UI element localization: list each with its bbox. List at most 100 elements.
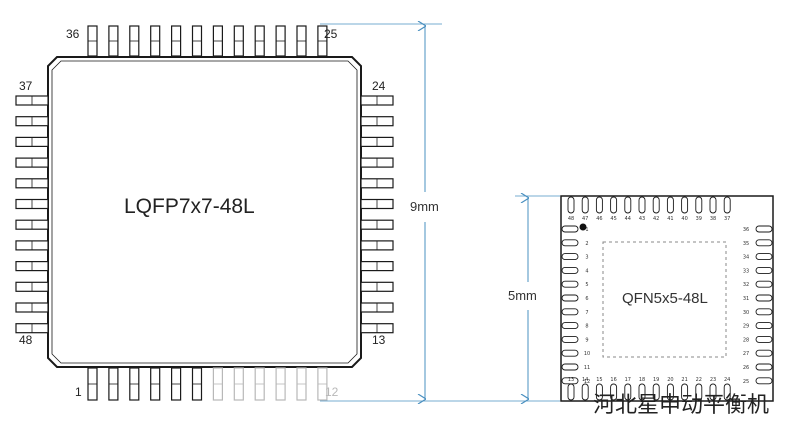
qfn-pin-number-right: 28 (743, 337, 749, 343)
qfn-pin-number-right: 27 (743, 351, 749, 357)
qfn-pin-number-bottom: 15 (596, 377, 602, 383)
qfn-pad-right (755, 239, 773, 247)
qfn-pin-number-right: 31 (743, 296, 749, 302)
qfn-pin-number-right: 32 (743, 282, 749, 288)
qfn-pin1-dot (579, 223, 587, 231)
lqfp-package (15, 25, 394, 401)
qfn-pin-number-right: 36 (743, 227, 749, 233)
qfn-pad-top (695, 196, 703, 214)
qfn-pin-number-right: 29 (743, 324, 749, 330)
qfn-pad-top (652, 196, 660, 214)
qfn-pad-left (561, 294, 579, 302)
qfn-pin-number-left: 10 (584, 351, 590, 357)
qfn-pin-number-top: 44 (625, 216, 631, 222)
qfn-pad-top (610, 196, 618, 214)
qfn-pin-number-top: 42 (653, 216, 659, 222)
qfn-package-name: QFN5x5-48L (622, 290, 708, 307)
qfn-pad-left (561, 377, 579, 385)
qfn-pad-right (755, 349, 773, 357)
lqfp-pin-label-13: 13 (372, 333, 386, 347)
qfn-pad-left (561, 363, 579, 371)
lqfp-pin-label-48: 48 (19, 333, 33, 347)
lqfp-dimension-label: 9mm (410, 199, 439, 214)
qfn-pad-top (666, 196, 674, 214)
qfn-pad-left (561, 225, 579, 233)
qfn-pin-number-bottom: 24 (724, 377, 730, 383)
qfn-pin-number-right: 30 (743, 310, 749, 316)
qfn-pad-bottom (567, 383, 575, 401)
lqfp-body-inner-edge (51, 60, 358, 364)
qfn-pad-right (755, 322, 773, 330)
qfn-pin-number-right: 33 (743, 268, 749, 274)
qfn-pin-number-bottom: 19 (653, 377, 659, 383)
qfn-pin-number-left: 3 (585, 255, 588, 261)
qfn-pin-number-right: 34 (743, 255, 749, 261)
qfn-pad-bottom (610, 383, 618, 401)
qfn-pad-left (561, 239, 579, 247)
qfn-pin-number-top: 40 (681, 216, 687, 222)
qfn-pin-number-bottom: 17 (625, 377, 631, 383)
qfn-pin-number-left: 12 (584, 379, 590, 385)
qfn-pad-left (561, 335, 579, 343)
qfn-pin-number-top: 47 (582, 216, 588, 222)
qfn-pad-right (755, 253, 773, 261)
qfn-pin-number-top: 41 (667, 216, 673, 222)
qfn-pin-number-right: 25 (743, 379, 749, 385)
qfn-pin-number-bottom: 18 (639, 377, 645, 383)
qfn-pin-number-bottom: 22 (696, 377, 702, 383)
qfn-pad-top (638, 196, 646, 214)
qfn-pad-left (561, 308, 579, 316)
qfn-pad-bottom (595, 383, 603, 401)
qfn-pad-left (561, 322, 579, 330)
lqfp-pin-label-36: 36 (66, 27, 80, 41)
qfn-pad-left (561, 280, 579, 288)
lqfp-pin-label-1: 1 (75, 385, 82, 399)
qfn-pin-number-top: 43 (639, 216, 645, 222)
qfn-pad-top (723, 196, 731, 214)
qfn-pad-bottom (666, 383, 674, 401)
qfn-pad-bottom (681, 383, 689, 401)
dimension-lines (320, 24, 560, 401)
lqfp-pin-label-12: 12 (325, 385, 339, 399)
qfn-pad-bottom (652, 383, 660, 401)
lqfp-pin-label-24: 24 (372, 79, 386, 93)
qfn-pin-number-left: 1 (585, 227, 588, 233)
qfn-pin-number-bottom: 13 (568, 377, 574, 383)
qfn-pad-left (561, 253, 579, 261)
qfn-pad-left (561, 266, 579, 274)
qfn-pad-top (709, 196, 717, 214)
qfn-pin-number-top: 45 (610, 216, 616, 222)
qfn-pad-top (595, 196, 603, 214)
qfn-pin-number-left: 2 (585, 241, 588, 247)
qfn-pin-number-left: 7 (585, 310, 588, 316)
qfn-pad-top (567, 196, 575, 214)
qfn-pin-number-top: 38 (710, 216, 716, 222)
lqfp-pin-label-37: 37 (19, 79, 33, 93)
qfn-pin-number-left: 6 (585, 296, 588, 302)
qfn-pad-right (755, 266, 773, 274)
qfn-pad-top (624, 196, 632, 214)
lqfp-package-name: LQFP7x7-48L (124, 195, 255, 218)
qfn-pad-right (755, 363, 773, 371)
watermark-text: 河北星申动平衡机 (593, 393, 770, 418)
qfn-pad-left (561, 349, 579, 357)
qfn-pin-number-bottom: 20 (667, 377, 673, 383)
qfn-pad-bottom (638, 383, 646, 401)
qfn-pin-number-left: 11 (584, 365, 590, 371)
qfn-dimension-label: 5mm (508, 288, 537, 303)
qfn-pin-number-right: 35 (743, 241, 749, 247)
qfn-pin-number-top: 39 (696, 216, 702, 222)
qfn-pad-bottom (624, 383, 632, 401)
qfn-pad-right (755, 280, 773, 288)
qfn-pad-bottom (709, 383, 717, 401)
qfn-pin-number-bottom: 21 (681, 377, 687, 383)
qfn-exposed-pad (602, 241, 727, 358)
qfn-pin-number-left: 9 (585, 337, 588, 343)
qfn-pin-number-bottom: 23 (710, 377, 716, 383)
qfn-pin-number-left: 5 (585, 282, 588, 288)
qfn-pad-right (755, 308, 773, 316)
qfn-pin-number-top: 37 (724, 216, 730, 222)
qfn-pad-top (581, 196, 589, 214)
